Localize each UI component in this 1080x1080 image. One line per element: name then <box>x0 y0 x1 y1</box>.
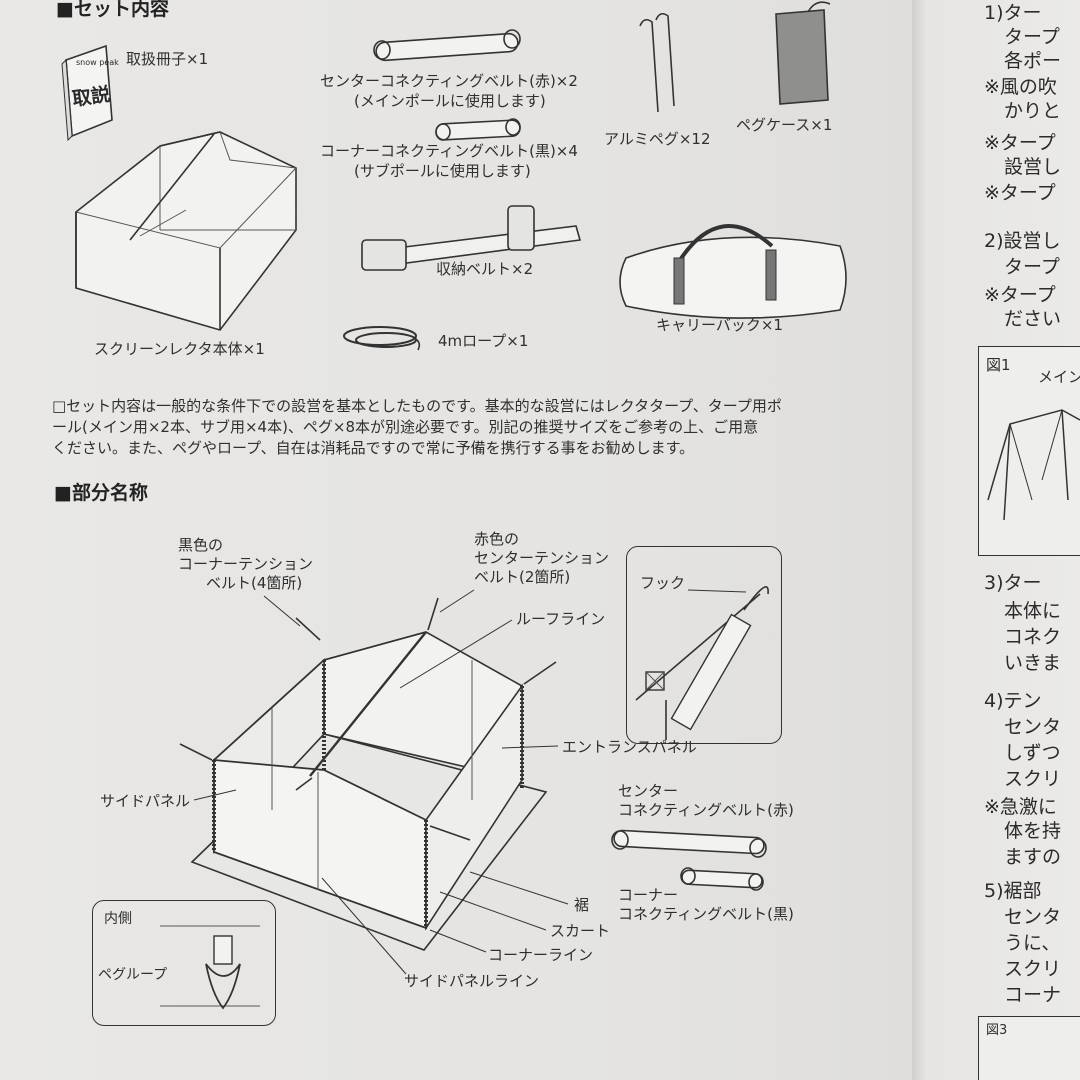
corner-belt-illustration <box>435 118 521 141</box>
red-belt-line-1: 赤色の <box>474 530 520 548</box>
corner-line-label: コーナーライン <box>488 946 594 964</box>
tent-body-label: スクリーンレクタ本体×1 <box>94 340 265 358</box>
step-3-line-2: 本体に <box>1004 600 1062 622</box>
right-page: 1)ター タープ 各ポー ※風の吹 かりと ※タープ 設営し ※タープ 2)設営… <box>912 0 1080 1080</box>
corner-belt-label: コーナーコネクティングベルト(黒)×4 <box>320 142 578 160</box>
step-4-line-3: しずつ <box>1004 742 1061 764</box>
set-note: □セット内容は一般的な条件下での設営を基本としたものです。基本的な設営にはレクタ… <box>52 396 842 459</box>
red-belt-line-2: センターテンション <box>474 549 610 567</box>
set-note-line-2: ール(メイン用×2本、サブ用×4本)、ペグ×8本が別途必要です。別記の推奨サイズ… <box>52 418 759 436</box>
red-belt-line-3: ベルト(2箇所) <box>474 568 571 586</box>
step-1-line-1: 1)ター <box>984 2 1042 24</box>
manual-brand-label: snow peak <box>76 58 119 67</box>
step-4-note-1b: 体を持 <box>1004 820 1062 842</box>
step-1-line-2: タープ <box>1004 26 1060 48</box>
illustrations <box>61 1 847 1010</box>
center-belt-label: センターコネクティングベルト(赤)×2 <box>320 72 578 90</box>
step-1-note-1: ※風の吹 <box>984 76 1057 98</box>
black-belt-line-2: コーナーテンション <box>178 555 314 573</box>
figure-1-illustration <box>987 409 1080 521</box>
figure-3-box <box>978 1016 1080 1080</box>
carry-bag-illustration <box>619 224 847 319</box>
rope-label: 4mロープ×1 <box>438 332 529 350</box>
step-5-line-3: うに、 <box>1004 932 1061 954</box>
step-5-line-4: スクリ <box>1004 958 1062 980</box>
manual-label: 取扱冊子×1 <box>126 50 209 68</box>
figure-1-box <box>978 346 1080 556</box>
set-note-line-3: ください。また、ペグやロープ、自在は消耗品ですので常に予備を携行する事をお勧めし… <box>52 439 695 457</box>
step-2-line-2: タープ <box>1004 256 1060 278</box>
step-3-line-1: 3)ター <box>984 572 1042 594</box>
storage-belt-label: 収納ベルト×2 <box>436 260 534 278</box>
step-4-line-1: 4)テン <box>984 690 1042 712</box>
step-2-note-1b: ださい <box>1004 308 1062 330</box>
corner-belt-note: (サブポールに使用します) <box>354 162 531 180</box>
step-1-note-2b: 設営し <box>1004 156 1062 178</box>
black-belt-line-1: 黒色の <box>178 536 224 554</box>
step-3-line-3: コネク <box>1004 626 1062 648</box>
skirt-label: スカート <box>550 922 611 940</box>
corner-belt-part-line-2: コネクティングベルト(黒) <box>618 905 794 923</box>
entrance-panel-label: エントランスパネル <box>562 738 697 756</box>
figure-3-label: 図3 <box>986 1023 1008 1038</box>
step-4-line-2: センタ <box>1004 716 1062 738</box>
screen-tent-small-illustration <box>75 131 297 331</box>
side-panel-label: サイドパネル <box>100 792 191 810</box>
pegs-label: アルミペグ×12 <box>604 130 711 148</box>
step-4-note-1: ※急激に <box>984 796 1057 818</box>
set-note-line-1: □セット内容は一般的な条件下での設営を基本としたものです。基本的な設営にはレクタ… <box>52 397 782 415</box>
step-3-line-4: いきま <box>1004 652 1062 674</box>
center-belt-part-line-2: コネクティングベルト(赤) <box>618 801 794 819</box>
step-1-line-3: 各ポー <box>1004 50 1062 72</box>
parts-heading: ■部分名称 <box>54 482 148 504</box>
black-belt-label: 黒色の コーナーテンション ベルト(4箇所) <box>178 536 313 593</box>
figure-1-label: 図1 <box>986 356 1011 374</box>
peg-loop-label: ペグループ <box>98 967 168 983</box>
black-belt-line-3: ベルト(4箇所) <box>206 574 303 592</box>
corner-belt-part-label: コーナー コネクティングベルト(黒) <box>618 886 794 924</box>
roof-line-label: ルーフライン <box>516 610 606 628</box>
hook-label: フック <box>640 574 686 592</box>
carry-bag-label: キャリーバック×1 <box>656 316 783 334</box>
step-5-line-2: センタ <box>1004 906 1062 928</box>
manual-cover-label: 取説 <box>70 83 112 111</box>
peg-case-label: ペグケース×1 <box>736 116 833 134</box>
peg-case-illustration <box>775 1 831 105</box>
center-belt-part-line-1: センター <box>618 782 679 800</box>
side-panel-line-label: サイドパネルライン <box>404 972 540 990</box>
pegs-illustration <box>639 12 675 113</box>
step-1-note-2: ※タープ <box>984 132 1056 154</box>
inside-detail-inset <box>92 900 276 1026</box>
center-belt-illustration <box>373 29 521 62</box>
center-belt-part-illustration <box>611 829 767 858</box>
step-1-note-1b: かりと <box>1004 100 1062 122</box>
step-2-note-1: ※タープ <box>984 284 1056 306</box>
corner-belt-part-illustration <box>680 867 764 891</box>
inside-label: 内側 <box>104 911 132 927</box>
hook-detail-illustration <box>635 586 769 740</box>
center-belt-part-label: センター コネクティングベルト(赤) <box>618 782 794 820</box>
manual-booklet-illustration <box>61 44 113 142</box>
step-5-line-1: 5)裾部 <box>984 880 1042 902</box>
step-1-note-3: ※タープ <box>984 182 1056 204</box>
step-2-line-1: 2)設営し <box>984 230 1061 252</box>
step-5-line-5: コーナ <box>1004 984 1062 1006</box>
storage-belt-illustration <box>361 205 582 271</box>
step-4-line-4: スクリ <box>1004 768 1062 790</box>
center-belt-note: (メインポールに使用します) <box>354 92 546 110</box>
leader-lines <box>193 589 747 975</box>
peg-loop-detail-illustration <box>160 925 260 1010</box>
hem-label: 裾 <box>574 896 590 914</box>
figure-1-main-label: メイン <box>1038 368 1080 386</box>
red-belt-label: 赤色の センターテンション ベルト(2箇所) <box>474 530 609 587</box>
step-4-note-1c: ますの <box>1004 846 1062 868</box>
rope-illustration <box>343 326 421 351</box>
corner-belt-part-line-1: コーナー <box>618 886 679 904</box>
screen-tent-large-illustration <box>179 597 557 951</box>
hook-detail-inset <box>626 546 782 744</box>
set-heading: ■セット内容 <box>56 0 169 20</box>
